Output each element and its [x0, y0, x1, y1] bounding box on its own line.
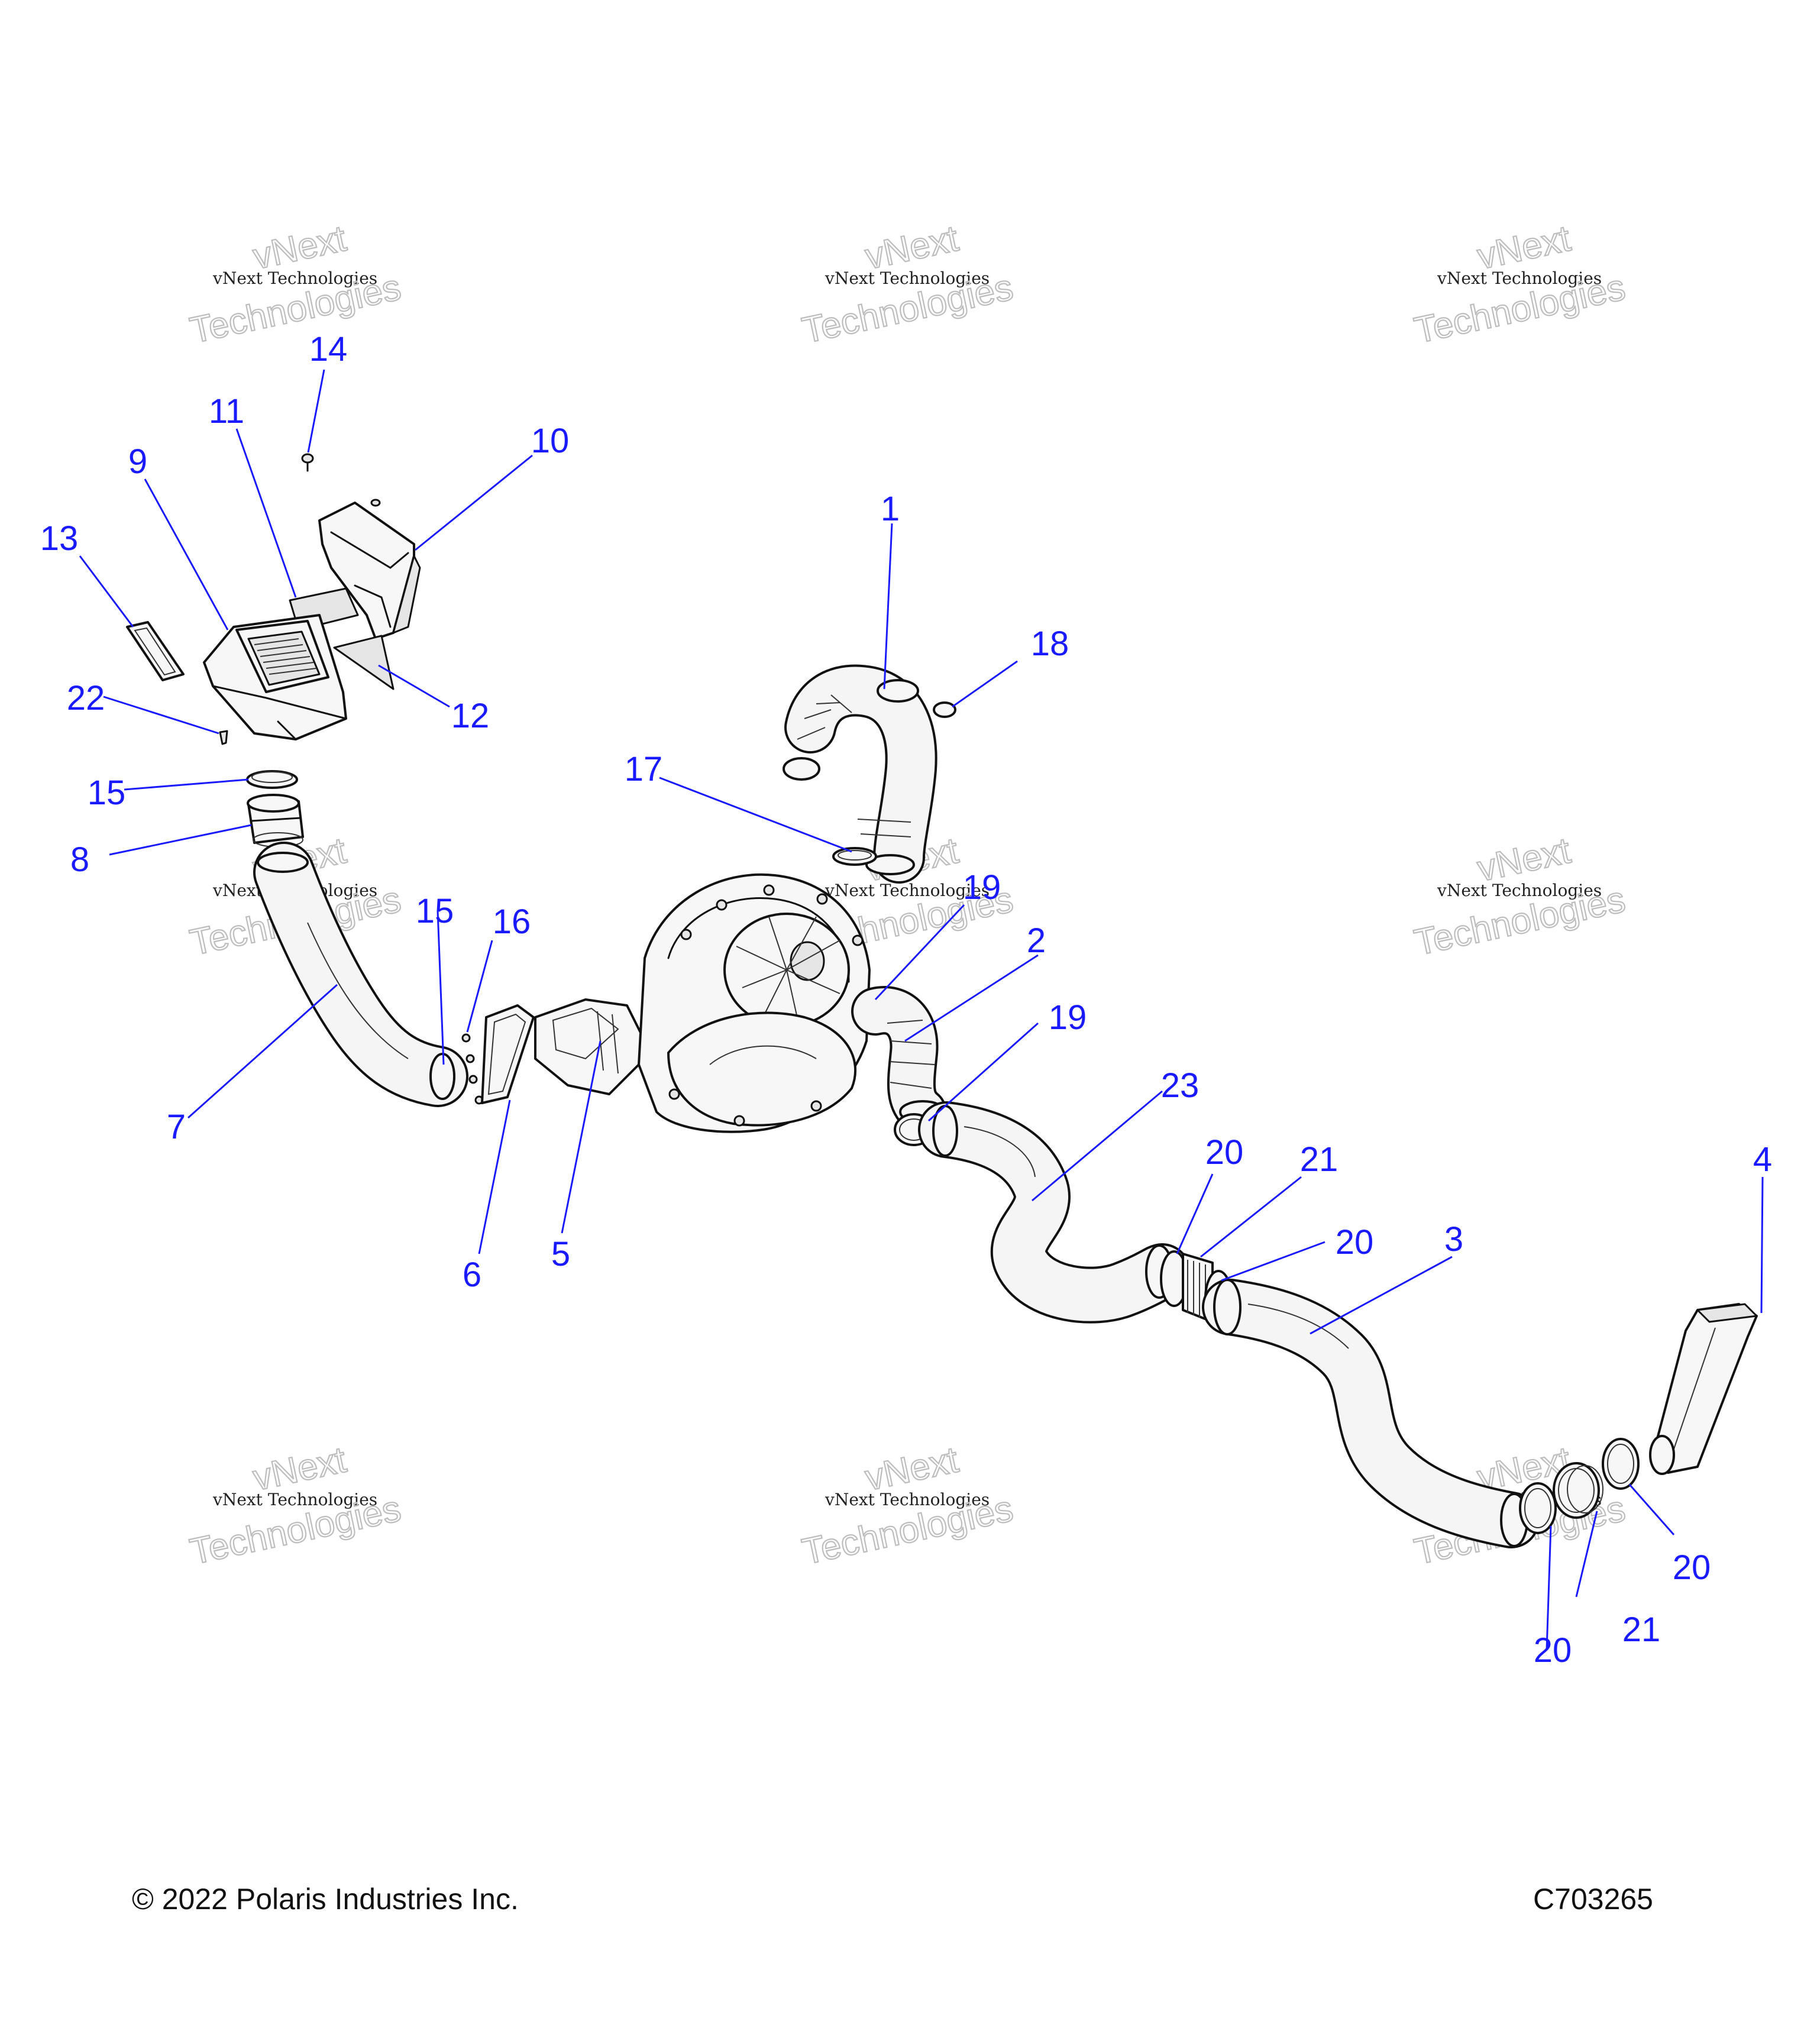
callout-18: 18 — [1031, 625, 1069, 663]
part-14-screw — [301, 453, 314, 472]
callout-5: 5 — [551, 1235, 570, 1273]
part-3-duct-rear — [1202, 1279, 1540, 1548]
callout-16: 16 — [493, 903, 531, 941]
callout-12: 12 — [451, 697, 490, 735]
svg-text:vNext Technologies: vNext Technologies — [825, 1490, 990, 1509]
watermark-7: vNext vNext Technologies Technologies — [186, 1439, 405, 1573]
callout-14: 14 — [309, 330, 348, 368]
callout-labels: 1 2 3 4 5 6 7 8 9 10 11 12 13 14 15 15 1… — [40, 330, 1772, 1670]
part-5-cvt-housing — [534, 873, 871, 1133]
callout-15b: 15 — [416, 892, 454, 930]
part-21-coupler-rear — [1553, 1462, 1603, 1519]
callout-1: 1 — [881, 490, 900, 528]
part-22-fastener — [219, 730, 228, 745]
watermark-1: vNext vNext Technologies Technologies — [186, 218, 405, 352]
part-10-duct-cover — [318, 499, 421, 640]
leader-lines — [79, 369, 1764, 1651]
callout-11: 11 — [209, 392, 244, 431]
callout-7: 7 — [167, 1108, 186, 1146]
watermark-2: vNext vNext Technologies Technologies — [798, 218, 1017, 352]
callout-20d: 20 — [1534, 1631, 1572, 1670]
part-9-airbox — [203, 614, 347, 740]
callout-19b: 19 — [1049, 998, 1087, 1037]
part-13-gasket — [126, 621, 185, 681]
callout-2: 2 — [1027, 921, 1046, 960]
part-20-clamp-rear-b — [1602, 1438, 1640, 1490]
part-18-o-ring — [933, 701, 956, 718]
callout-8: 8 — [70, 840, 89, 879]
part-20-clamp-rear-a — [1519, 1482, 1557, 1534]
part-23-duct-front — [918, 1101, 1191, 1324]
watermark-6: vNext vNext Technologies Technologies — [1410, 830, 1630, 964]
callout-21a: 21 — [1300, 1140, 1338, 1179]
callout-4: 4 — [1753, 1140, 1772, 1179]
callout-19a: 19 — [963, 868, 1001, 907]
part-15-clamp-upper — [246, 770, 298, 789]
watermark-8: vNext vNext Technologies Technologies — [798, 1439, 1017, 1573]
part-17-clamp — [832, 847, 877, 866]
part-1-bellows-duct — [783, 664, 937, 884]
callout-21b: 21 — [1622, 1610, 1661, 1649]
callout-22: 22 — [67, 679, 105, 717]
callout-20a: 20 — [1205, 1133, 1244, 1172]
callout-10: 10 — [531, 422, 570, 460]
part-12-foam-pad — [333, 635, 395, 690]
part-4-outlet-tip — [1649, 1303, 1758, 1475]
callout-17: 17 — [625, 750, 663, 788]
diagram-code: C703265 — [1533, 1883, 1653, 1916]
callout-15a: 15 — [88, 774, 126, 812]
copyright-text: © 2022 Polaris Industries Inc. — [132, 1883, 519, 1916]
svg-text:vNext Technologies: vNext Technologies — [212, 269, 377, 288]
svg-text:vNext Technologies: vNext Technologies — [212, 1490, 377, 1509]
callout-3: 3 — [1444, 1220, 1463, 1259]
callout-20b: 20 — [1336, 1223, 1374, 1262]
callout-20c: 20 — [1673, 1548, 1711, 1587]
svg-text:vNext Technologies: vNext Technologies — [1437, 881, 1602, 900]
callout-6: 6 — [463, 1256, 481, 1294]
svg-text:vNext Technologies: vNext Technologies — [825, 881, 990, 900]
watermark-3: vNext vNext Technologies Technologies — [1410, 218, 1630, 352]
svg-text:vNext Technologies: vNext Technologies — [1437, 269, 1602, 288]
part-8-coupler — [247, 794, 304, 848]
part-16-screws — [461, 1033, 484, 1105]
svg-text:vNext Technologies: vNext Technologies — [825, 269, 990, 288]
callout-9: 9 — [128, 442, 147, 481]
part-6-gasket — [481, 1004, 535, 1104]
part-7-intake-hose — [253, 842, 468, 1107]
callout-23: 23 — [1161, 1066, 1200, 1105]
callout-13: 13 — [40, 519, 79, 558]
